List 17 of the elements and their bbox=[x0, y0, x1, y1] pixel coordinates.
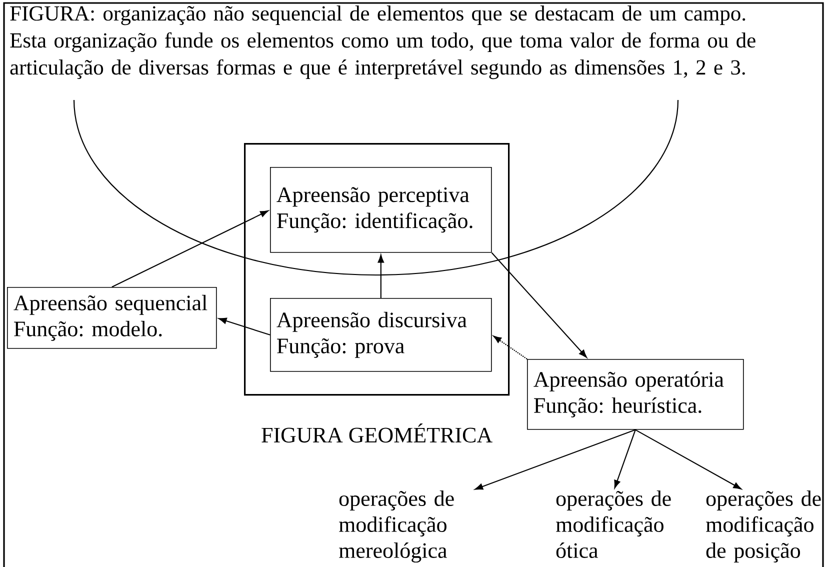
operation-text: operações de modificação de posição bbox=[706, 490, 821, 562]
text-box: Apreensão perceptiva Função: identificação. bbox=[270, 167, 492, 253]
node-label: FIGURA GEOMÉTRICA bbox=[262, 423, 492, 443]
operation-text: operações de modificação ótica bbox=[556, 490, 671, 558]
text-box: Apreensão sequencial Função: modelo. bbox=[7, 287, 217, 349]
arrow bbox=[491, 252, 587, 358]
arrow bbox=[493, 336, 528, 360]
text-box: Apreensão discursiva Função: prova bbox=[270, 298, 492, 372]
arrow bbox=[378, 254, 384, 298]
caption-text: FIGURA: organização não sequencial de elementos que se destacam de um campo. Esta organização funde os elementos como um todo, que toma valor de forma ou de articulação de diversas formas e que é interpretável segundo as dimensões 1, 2 e 3. bbox=[10, 6, 756, 80]
arrow bbox=[474, 429, 636, 490]
arrow bbox=[218, 318, 270, 336]
arrow bbox=[112, 210, 268, 288]
arrow bbox=[635, 429, 742, 490]
text-box: Apreensão operatória Função: heurística. bbox=[527, 359, 744, 430]
operation-text: operações de modificação mereológica bbox=[339, 490, 454, 563]
arrow bbox=[614, 430, 636, 488]
